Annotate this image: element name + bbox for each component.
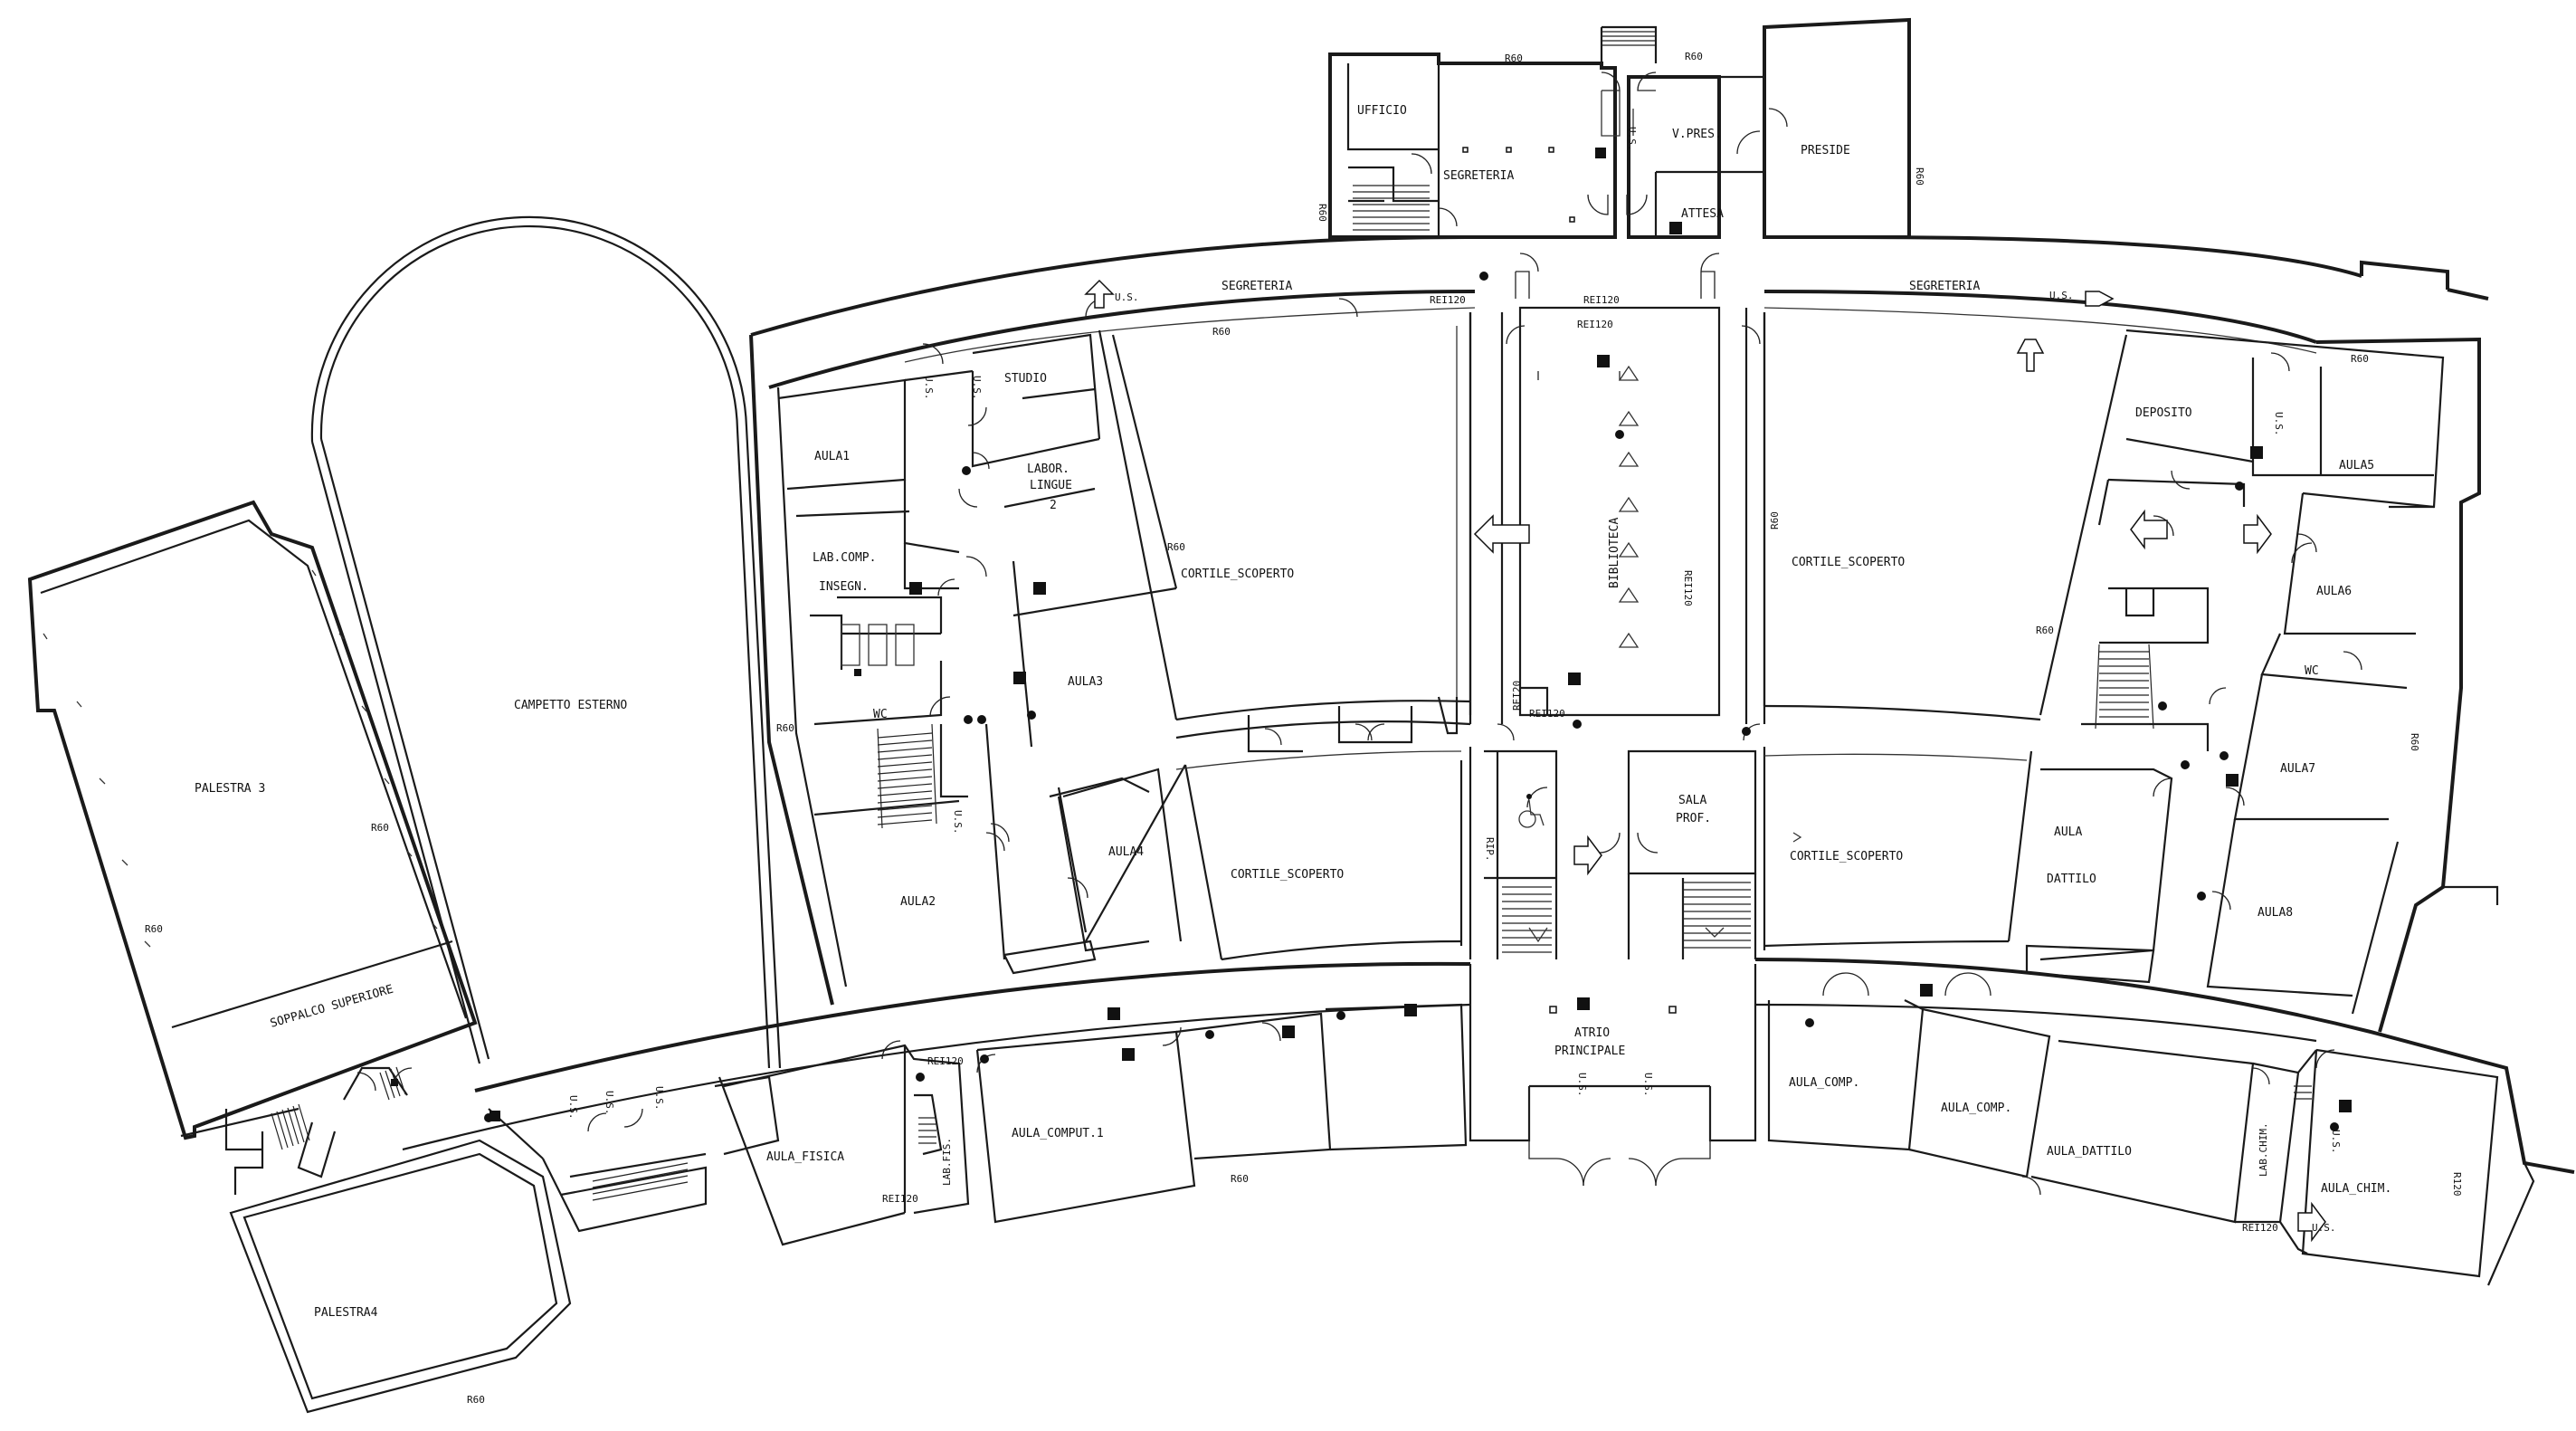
room-rip: RIP. (1484, 837, 1496, 862)
room-cortile-nw: CORTILE_SCOPERTO (1181, 568, 1294, 581)
room-aula-fisica: AULA_FISICA (766, 1150, 844, 1164)
exit-label: U.S. (952, 810, 964, 835)
room-deposito: DEPOSITO (2135, 406, 2192, 420)
room-aula-dattilo-south: AULA_DATTILO (2047, 1145, 2132, 1159)
room-wc-east: WC (2305, 664, 2319, 678)
room-segreteria-east: SEGRETERIA (1909, 280, 1980, 293)
room-atrio-principale: PRINCIPALE (1554, 1045, 1625, 1058)
room-aula5: AULA5 (2339, 459, 2374, 472)
rating-r60: R60 (2409, 733, 2420, 751)
room-cortile-ne: CORTILE_SCOPERTO (1792, 556, 1905, 569)
exit-label: U.S. (2273, 412, 2285, 436)
room-labor-lingue: LABOR. (1027, 463, 1069, 476)
rating-r60: R60 (2351, 353, 2369, 365)
central-spine: BIBLIOTECA SALA PROF. RIP. REI120 REI120… (1469, 306, 1766, 959)
exit-label: U.S. (971, 376, 983, 400)
campetto-esterno: CAMPETTO ESTERNO (310, 215, 782, 1069)
room-palestra3: PALESTRA 3 (195, 782, 265, 796)
room-lab-fis: LAB.FIS. (941, 1138, 953, 1186)
east-block: DEPOSITO AULA5 AULA6 WC AULA7 AULA8 AULA… (2025, 329, 2499, 1033)
rating-r60: R60 (1769, 511, 1781, 529)
rating-r60: R60 (1505, 52, 1523, 64)
exit-label: U.S. (1642, 1073, 1654, 1097)
room-insegn: INSEGN. (819, 580, 869, 594)
rating-r120: R120 (2451, 1172, 2463, 1197)
rating-r60: R60 (776, 722, 794, 734)
exit-label: U.S. (2049, 290, 2074, 301)
rating-r60: R60 (371, 822, 389, 834)
courtyards-east: CORTILE_SCOPERTO CORTILE_SCOPERTO R60 R6… (1763, 312, 2128, 950)
room-atrio-principale: ATRIO (1574, 1026, 1610, 1040)
room-aula6: AULA6 (2316, 585, 2352, 598)
room-aula-dattilo-east: DATTILO (2047, 873, 2096, 886)
rating-r60: R60 (1231, 1173, 1249, 1185)
exit-label: U.S. (2330, 1130, 2342, 1154)
wheelchair-icon (1518, 794, 1545, 828)
rating-rei120: REI120 (2242, 1222, 2278, 1234)
room-preside: PRESIDE (1801, 144, 1850, 157)
rating-r60: R60 (1685, 51, 1703, 62)
rating-r60: R60 (145, 923, 163, 935)
rating-rei120: REI120 (1583, 294, 1620, 306)
exit-label: U.S. (2312, 1222, 2336, 1234)
exit-label: U.S. (653, 1086, 665, 1111)
room-soppalco-superiore: SOPPALCO SUPERIORE (269, 983, 395, 1031)
rating-rei120: REI120 (1529, 708, 1565, 720)
room-sala-prof: SALA (1678, 794, 1706, 807)
north-corridor: SEGRETERIA SEGRETERIA U.S. U.S. REI120 R… (750, 235, 2489, 389)
room-aula3: AULA3 (1068, 675, 1103, 689)
room-studio: STUDIO (1004, 372, 1047, 386)
exit-label: U.S. (604, 1091, 615, 1115)
room-lab-chim: LAB.CHIM. (2258, 1122, 2269, 1177)
room-segreteria-admin: SEGRETERIA (1443, 169, 1514, 183)
exit-label: U.S. (1115, 291, 1139, 303)
rating-r60: R60 (467, 1394, 485, 1406)
room-ufficio: UFFICIO (1357, 104, 1407, 118)
room-labor-lingue: LINGUE (1030, 479, 1072, 492)
rating-rei120: REI120 (1430, 294, 1466, 306)
rating-r60: R60 (2036, 625, 2054, 636)
courtyards-west: CORTILE_SCOPERTO CORTILE_SCOPERTO (1098, 312, 1472, 961)
rating-rei120: REI120 (1682, 570, 1694, 606)
room-aula-dattilo-east: AULA (2054, 825, 2082, 839)
rating-rei120: REI120 (927, 1055, 964, 1067)
room-campetto-esterno: CAMPETTO ESTERNO (514, 699, 627, 712)
room-palestra4: PALESTRA4 (314, 1306, 378, 1320)
room-aula-comp-a: AULA_COMP. (1789, 1076, 1859, 1090)
exit-label: U.S. (1626, 127, 1638, 151)
rating-r60: R60 (1167, 541, 1185, 553)
room-aula-comput1: AULA_COMPUT.1 (1012, 1127, 1104, 1140)
room-aula-chim: AULA_CHIM. (2321, 1182, 2391, 1196)
room-aula8: AULA8 (2258, 906, 2293, 920)
rating-rei120: REI120 (882, 1193, 918, 1205)
rating-rei120: REI120 (1577, 319, 1613, 330)
room-sala-prof: PROF. (1676, 812, 1711, 825)
room-aula7: AULA7 (2280, 762, 2315, 776)
room-lab-comp: LAB.COMP. (813, 551, 876, 565)
rating-r60: R60 (1914, 167, 1925, 186)
room-aula4: AULA4 (1108, 845, 1144, 859)
exit-label: U.S. (1576, 1073, 1588, 1097)
rating-rei20: REI20 (1511, 681, 1523, 711)
room-aula-comp-b: AULA_COMP. (1941, 1102, 2011, 1115)
rating-r60: R60 (1317, 204, 1328, 222)
rating-r60: R60 (1212, 326, 1231, 338)
admin-wing: UFFICIO SEGRETERIA V.PRES. PRESIDE ATTES… (1317, 17, 1925, 239)
sports-area: PALESTRA 3 SOPPALCO SUPERIORE PALESTRA4 … (27, 500, 572, 1414)
room-wc-west: WC (873, 708, 888, 721)
room-v-pres: V.PRES. (1672, 128, 1722, 141)
room-aula1: AULA1 (814, 450, 850, 463)
south-corridor: AULA_FISICA LAB.FIS. AULA_COMPUT.1 ATRIO… (402, 958, 2575, 1286)
room-aula2: AULA2 (900, 895, 936, 909)
west-block: AULA1 STUDIO LABOR. LINGUE 2 LAB.COMP. I… (749, 333, 1186, 1006)
exit-label: U.S. (923, 376, 935, 400)
room-cortile-sw: CORTILE_SCOPERTO (1231, 868, 1344, 882)
exit-label: U.S. (567, 1095, 579, 1120)
room-biblioteca: BIBLIOTECA (1608, 518, 1621, 588)
room-attesa: ATTESA (1681, 207, 1724, 221)
room-segreteria-west: SEGRETERIA (1221, 280, 1292, 293)
room-labor-lingue: 2 (1050, 499, 1057, 512)
room-cortile-se: CORTILE_SCOPERTO (1790, 850, 1903, 863)
